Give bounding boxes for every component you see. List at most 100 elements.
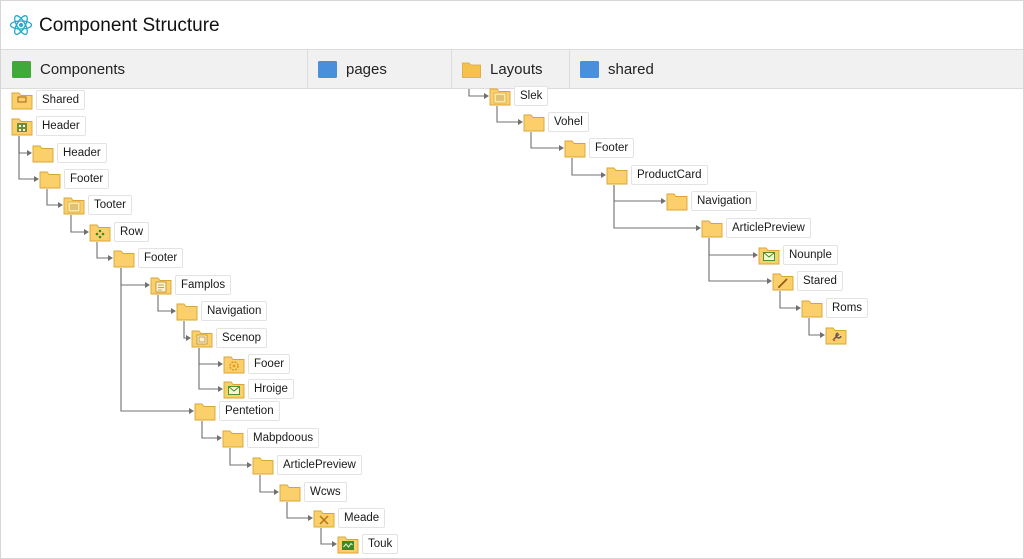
tree-node-label: Header bbox=[36, 116, 86, 136]
tree-node[interactable]: Pentetion bbox=[194, 401, 280, 421]
tree-connector-line bbox=[198, 348, 222, 365]
tree-node-label: Wcws bbox=[304, 482, 347, 502]
tree-node-label: Scenop bbox=[216, 328, 268, 348]
tree-node[interactable]: Meade bbox=[313, 508, 386, 528]
tree-node-label: Footer bbox=[138, 248, 184, 268]
tag-folder-icon bbox=[11, 90, 33, 110]
tree-connector-line bbox=[496, 106, 522, 123]
tree-node-label: ArticlePreview bbox=[277, 455, 362, 475]
folder-icon bbox=[176, 301, 198, 321]
tree-node[interactable]: ArticlePreview bbox=[252, 455, 362, 475]
tree-node[interactable]: Scenop bbox=[191, 328, 268, 348]
tree-node[interactable]: Navigation bbox=[176, 301, 268, 321]
tree-node[interactable]: Header bbox=[32, 143, 107, 163]
tree-node[interactable]: Navigation bbox=[666, 191, 758, 211]
tree-node-label: Famplos bbox=[175, 275, 232, 295]
tree-node-label: Footer bbox=[589, 138, 635, 158]
tree-connector-line bbox=[18, 136, 31, 154]
tree-node-label: Touk bbox=[362, 534, 399, 554]
grid-folder-icon bbox=[89, 222, 111, 242]
tree-node[interactable]: Header bbox=[11, 116, 86, 136]
page-title: Component Structure bbox=[39, 15, 220, 36]
tree-node-label: Fooer bbox=[248, 354, 291, 374]
tree-connector-line bbox=[46, 189, 62, 206]
folder-icon bbox=[32, 143, 54, 163]
tree-node-label: Slek bbox=[514, 86, 549, 106]
tree-node[interactable]: Roms bbox=[801, 298, 869, 318]
folder-icon bbox=[252, 455, 274, 475]
tree-connector-line bbox=[96, 242, 112, 259]
folder-icon bbox=[12, 60, 31, 78]
folder-icon bbox=[564, 138, 586, 158]
folder-icon bbox=[39, 169, 61, 189]
tab-shared[interactable]: shared bbox=[569, 50, 1023, 88]
tree-node-label: ArticlePreview bbox=[726, 218, 811, 238]
folder-icon bbox=[279, 482, 301, 502]
tree-node[interactable]: Hroige bbox=[223, 379, 294, 399]
image-folder-icon bbox=[191, 328, 213, 348]
tab-components[interactable]: Components bbox=[1, 50, 308, 88]
tree-node-label: Meade bbox=[338, 508, 386, 528]
tree-node[interactable]: Tooter bbox=[63, 195, 132, 215]
tree-node[interactable] bbox=[825, 325, 847, 345]
mail-folder-icon bbox=[223, 379, 245, 399]
tree-connector-line bbox=[157, 295, 175, 312]
folder-icon bbox=[222, 428, 244, 448]
tree-node[interactable]: Famplos bbox=[150, 275, 232, 295]
tab-label: shared bbox=[608, 60, 654, 78]
tree-node[interactable]: Touk bbox=[337, 534, 399, 554]
tree-node-label: Roms bbox=[826, 298, 869, 318]
tree-connector-line bbox=[468, 89, 488, 97]
folder-icon bbox=[801, 298, 823, 318]
tab-label: pages bbox=[346, 60, 387, 78]
tree-node[interactable]: ArticlePreview bbox=[701, 218, 811, 238]
tree-node[interactable]: Shared bbox=[11, 90, 86, 110]
tree-node[interactable]: Footer bbox=[564, 138, 635, 158]
tree-node[interactable]: Mabpdoous bbox=[222, 428, 320, 448]
tree-connector-line bbox=[320, 528, 336, 545]
tree-node[interactable]: Fooer bbox=[223, 354, 291, 374]
folder-icon bbox=[523, 112, 545, 132]
mail-folder-icon bbox=[758, 245, 780, 265]
folder-icon bbox=[580, 60, 599, 78]
tree-connector-line bbox=[613, 185, 665, 202]
tree-connector-line bbox=[808, 318, 824, 336]
tree-node-label: Pentetion bbox=[219, 401, 280, 421]
tree-connector-line bbox=[779, 291, 800, 309]
tree-node-label: Navigation bbox=[691, 191, 758, 211]
react-atom-icon bbox=[9, 15, 33, 35]
tab-label: Components bbox=[40, 60, 126, 78]
tree-connector-line bbox=[201, 421, 221, 439]
chart-folder-icon bbox=[337, 534, 359, 554]
tab-pages[interactable]: pages bbox=[307, 50, 452, 88]
tree-node-label: Footer bbox=[64, 169, 110, 189]
tree-node-label: ProductCard bbox=[631, 165, 708, 185]
tree-node[interactable]: Wcws bbox=[279, 482, 347, 502]
tab-layouts[interactable]: Layouts bbox=[451, 50, 570, 88]
tree-node[interactable]: Nounple bbox=[758, 245, 838, 265]
tree-node[interactable]: Stared bbox=[772, 271, 843, 291]
folder-icon bbox=[666, 191, 688, 211]
tree-connector-line bbox=[18, 136, 31, 154]
tree-node-label: Vohel bbox=[548, 112, 589, 132]
tree-connector-line bbox=[259, 475, 278, 493]
tree-node-label: Shared bbox=[36, 90, 86, 110]
gear-folder-icon bbox=[223, 354, 245, 374]
tree-connector-line bbox=[530, 132, 563, 149]
folder-icon bbox=[701, 218, 723, 238]
tree-node-label: Mabpdoous bbox=[247, 428, 320, 448]
tree-node[interactable]: ProductCard bbox=[606, 165, 708, 185]
tree-connector-line bbox=[708, 238, 757, 256]
tree-connector-line bbox=[229, 448, 251, 466]
tree-node[interactable]: Row bbox=[89, 222, 150, 242]
tree-node-label: Stared bbox=[797, 271, 843, 291]
tree-connector-line bbox=[286, 502, 312, 519]
wrench-folder-icon bbox=[825, 325, 847, 345]
tree-node[interactable]: Slek bbox=[489, 86, 549, 106]
tree-node[interactable]: Footer bbox=[113, 248, 184, 268]
tree-node[interactable]: Vohel bbox=[523, 112, 589, 132]
list-folder-icon bbox=[489, 86, 511, 106]
tree-connector-line bbox=[70, 215, 88, 233]
tree-node[interactable]: Footer bbox=[39, 169, 110, 189]
title-bar: Component Structure bbox=[1, 1, 1023, 49]
